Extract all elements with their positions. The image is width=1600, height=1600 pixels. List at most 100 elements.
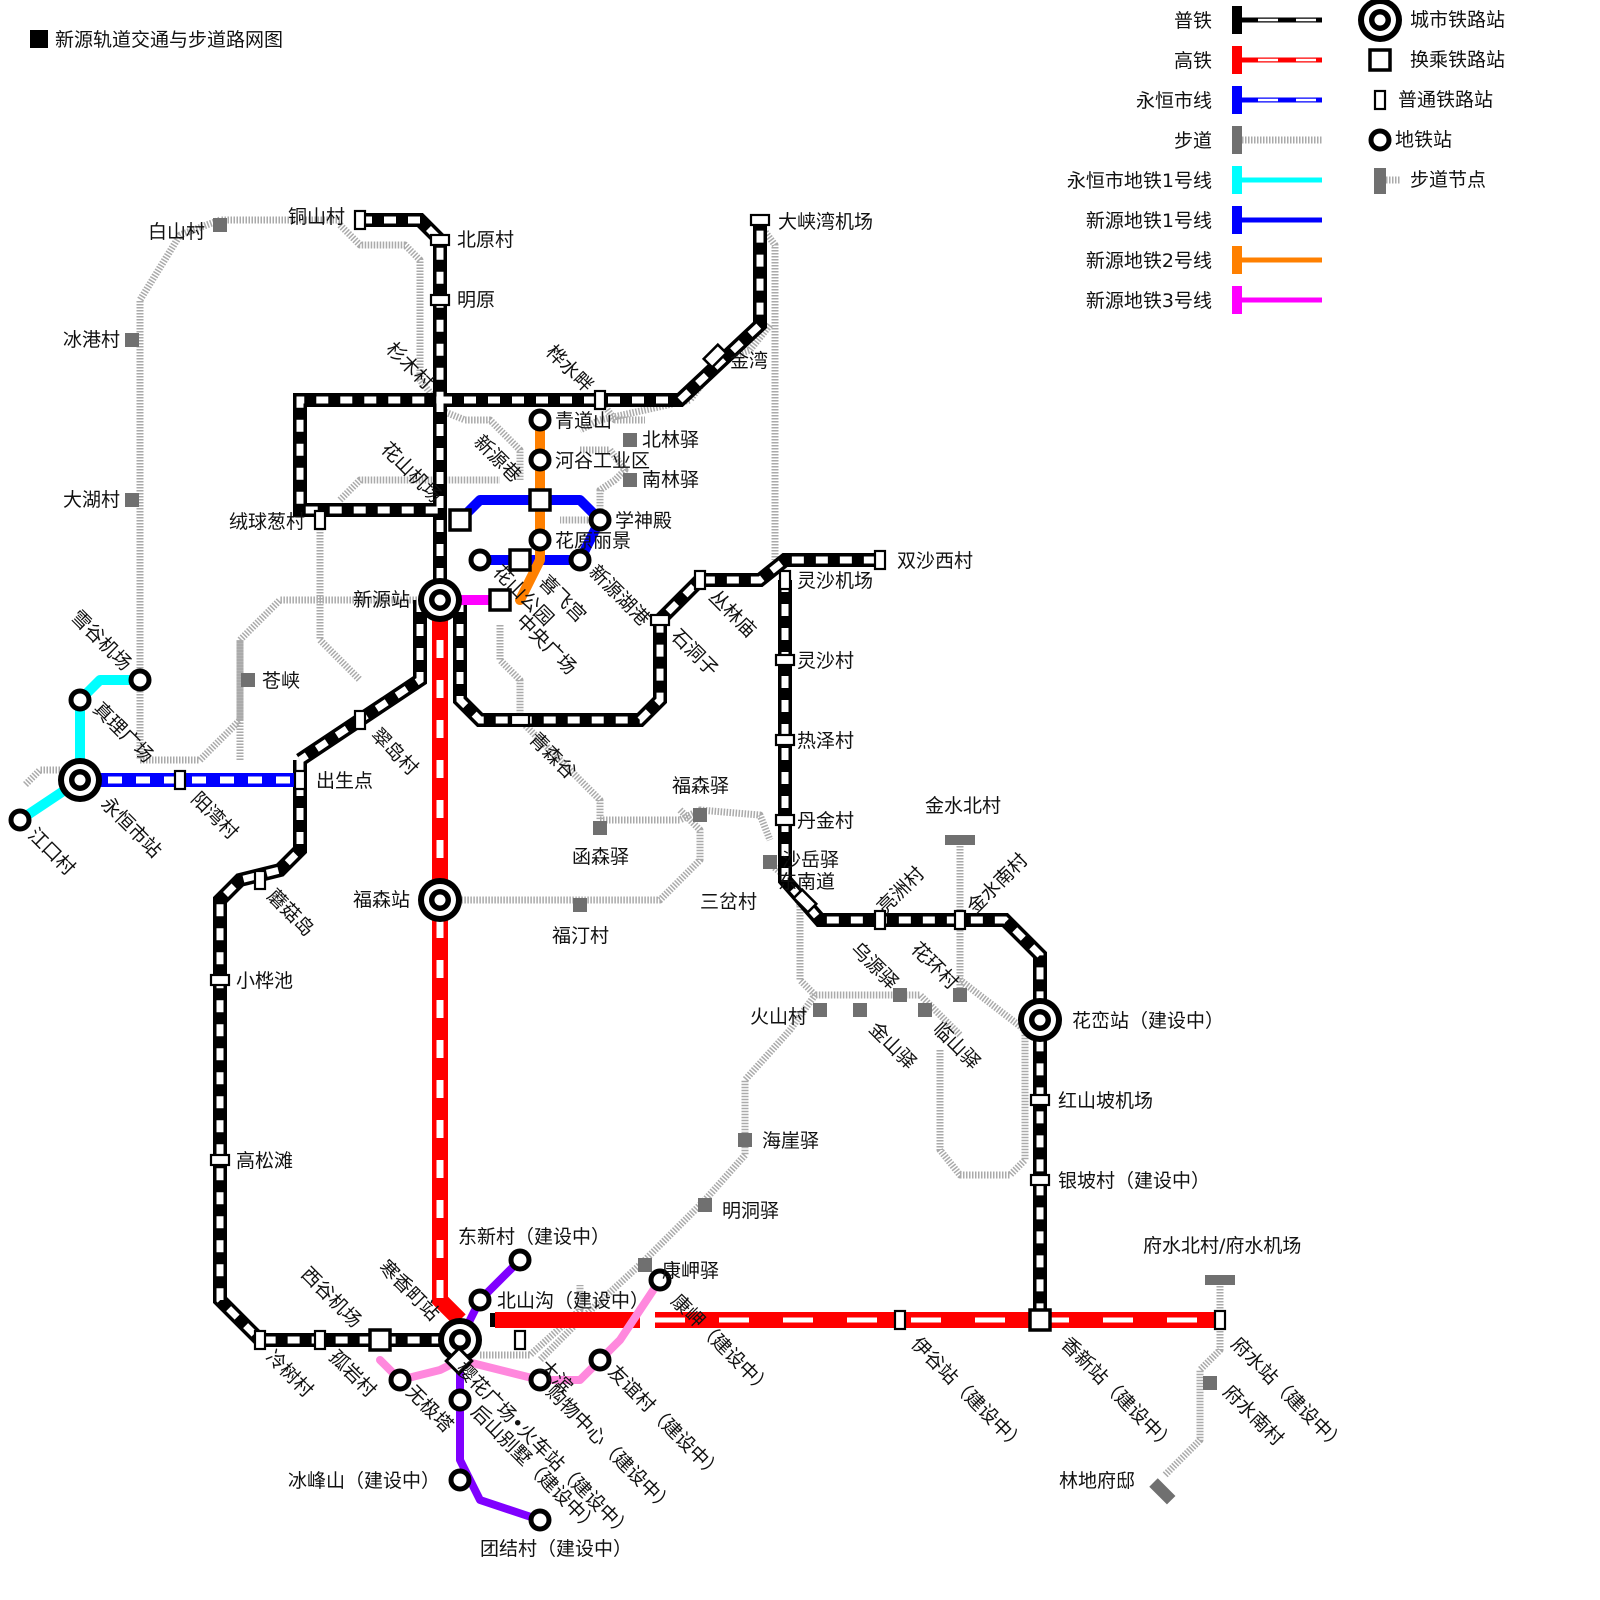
station-label-shayueyi: 沙岳驿: [782, 849, 839, 871]
station-label-lingsha: 灵沙村: [797, 650, 854, 672]
legend-symbol-label: 换乘铁路站: [1410, 49, 1505, 71]
station-label-bingfeng: 冰峰山（建设中）: [288, 1470, 440, 1492]
station-label-xinyuanst: 新源站: [353, 589, 410, 611]
xy-metro1-line: [455, 495, 605, 565]
station-label-reize: 热泽村: [797, 730, 854, 752]
legend-symbol-label: 地铁站: [1395, 129, 1452, 151]
trail-huoshan-haiya: [741, 992, 818, 1155]
trail-daxiawan-lingsha: [757, 222, 779, 560]
station-label-daxiawan: 大峡湾机场: [778, 211, 873, 233]
legend-line-label: 永恒市线: [1136, 90, 1212, 112]
station-label-beiyuan: 北原村: [457, 229, 514, 251]
trail-baishan-binggang: [136, 216, 340, 760]
station-label-fushuibei: 府水北村/府水机场: [1143, 1235, 1301, 1257]
station-label-dahu: 大湖村: [63, 489, 120, 511]
legend-line-label: 永恒市地铁1号线: [1067, 170, 1212, 192]
station-label-lindi: 林地府邸: [1059, 1470, 1135, 1492]
station-label-conglinmiao: 丛林庙: [704, 586, 760, 642]
station-label-nanlinyi: 南林驿: [642, 469, 699, 491]
station-label-kangxia: 康岬（建设中）: [666, 1290, 776, 1400]
station-label-huaqiao: 花峦站（建设中）: [1072, 1010, 1224, 1032]
station-label-lengshu: 冷树村: [261, 1346, 317, 1402]
trail-rongqiu-cross: [316, 520, 363, 683]
station-label-baishan: 白山村: [148, 221, 205, 243]
trail-south-link: [480, 1285, 584, 1359]
trail-zhenli: [140, 640, 244, 764]
trail-yongheng-west: [22, 766, 60, 788]
trail-network: [22, 216, 1224, 1478]
stations: [11, 209, 1227, 1529]
station-label-gaosongtan: 高松滩: [236, 1150, 293, 1172]
legend-line-label: 普铁: [1174, 10, 1212, 32]
trail-linshan-loop: [936, 977, 1029, 1179]
station-label-rongqiu: 绒球葱村: [229, 511, 305, 533]
station-label-guyan: 孤岩村: [324, 1346, 380, 1402]
station-label-jinshanyi: 金山驿: [864, 1018, 920, 1074]
station-label-huahuan: 花环村: [906, 938, 962, 994]
station-label-cangxia: 苍峡: [262, 670, 300, 692]
trail-qingsen: [496, 625, 604, 820]
station-label-binggang: 冰港村: [63, 329, 120, 351]
station-label-dongxin: 东新村（建设中）: [458, 1226, 610, 1248]
trail-cross-h: [236, 596, 420, 760]
legend-line-swatch: [1232, 86, 1242, 114]
trail-fusenyi: [450, 807, 704, 904]
station-label-qingdaoshan: 青道山: [555, 410, 612, 432]
station-label-yongheng: 永恒市站: [96, 793, 165, 862]
station-label-sancha: 三岔村: [700, 891, 757, 913]
trail-beiyuan-xinyuanxiang: [438, 406, 524, 480]
title-marker-icon: [30, 30, 48, 48]
station-label-wuji: 无极塔: [401, 1381, 457, 1437]
trail-huashui-beilin: [597, 397, 645, 424]
legend-symbol-label: 普通铁路站: [1398, 89, 1493, 111]
legend-symbols: 城市铁路站 换乘铁路站 普通铁路站 地铁站 步道节点: [1358, 0, 1505, 194]
trail-huashan-west: [337, 476, 500, 503]
trail-nodes: [125, 218, 1235, 1505]
station-label-huoshan: 火山村: [750, 1006, 807, 1028]
legend-line-label: 新源地铁1号线: [1086, 210, 1212, 232]
station-label-huashui: 桦水畔: [541, 341, 597, 397]
trail-node-icon: [1374, 168, 1400, 194]
station-label-dabin: 大滨: [534, 1356, 576, 1398]
station-label-beilinyi: 北林驿: [642, 429, 699, 451]
station-label-hongshanpo: 红山坡机场: [1058, 1090, 1153, 1112]
station-label-heguyq: 河谷工业区: [555, 450, 650, 472]
station-label-mingdongyi: 明洞驿: [722, 1200, 779, 1222]
legend-line-swatch: [1232, 166, 1242, 194]
station-label-fusenst: 福森站: [353, 889, 410, 911]
station-labels: 白山村铜山村北原村明原大峡湾机场冰港村大湖村杉木村桦水畔金湾青道山北林驿新源巷河…: [23, 206, 1349, 1560]
station-label-xinyuanhu: 新源湖港: [584, 561, 653, 630]
station-label-donnandao: 东南道: [778, 871, 835, 893]
station-label-xuegujc: 雪谷机场: [66, 606, 135, 675]
station-label-hansenyi: 函森驿: [572, 846, 629, 868]
legend-line-swatch: [1232, 46, 1242, 74]
metro-station-icon: [1371, 131, 1389, 149]
station-label-tongshan: 铜山村: [288, 206, 345, 228]
station-label-haiyaiyi: 海崖驿: [762, 1130, 819, 1152]
station-label-shanmu: 杉木村: [381, 338, 437, 394]
station-label-shuangsha: 双沙西村: [897, 550, 973, 572]
station-label-mogudao: 蘑菇岛: [262, 885, 318, 941]
legend-line-swatch: [1232, 246, 1242, 274]
legend-line-label: 步道: [1174, 130, 1212, 152]
legend-line-label: 高铁: [1174, 50, 1212, 72]
station-label-jiangkou: 江口村: [23, 824, 79, 880]
station-label-zhenli: 真理广场: [88, 698, 157, 767]
station-label-tuanjie: 团结村（建设中）: [480, 1538, 632, 1560]
station-label-xueshendian: 学神殿: [615, 510, 672, 532]
station-label-chusheng: 出生点: [316, 770, 373, 792]
legend-symbol-label: 城市铁路站: [1410, 9, 1505, 31]
station-label-kangxiayi: 康岬驿: [662, 1260, 719, 1282]
station-label-shidongzi: 石洞子: [666, 625, 722, 681]
hsr-network: [432, 600, 1220, 1328]
legend: 普铁高铁永恒市线步道永恒市地铁1号线新源地铁1号线新源地铁2号线新源地铁3号线 …: [1067, 0, 1505, 314]
rail-network: [213, 213, 1047, 1347]
station-label-jinwan: 金湾: [730, 350, 768, 372]
station-label-xiaohuachi: 小桦池: [236, 970, 293, 992]
legend-symbol-label: 步道节点: [1410, 169, 1486, 191]
legend-line-swatch: [1232, 286, 1242, 314]
station-label-lingshajc: 灵沙机场: [797, 570, 873, 592]
legend-line-swatch: [1232, 6, 1242, 34]
station-label-jinshuibei: 金水北村: [925, 795, 1001, 817]
